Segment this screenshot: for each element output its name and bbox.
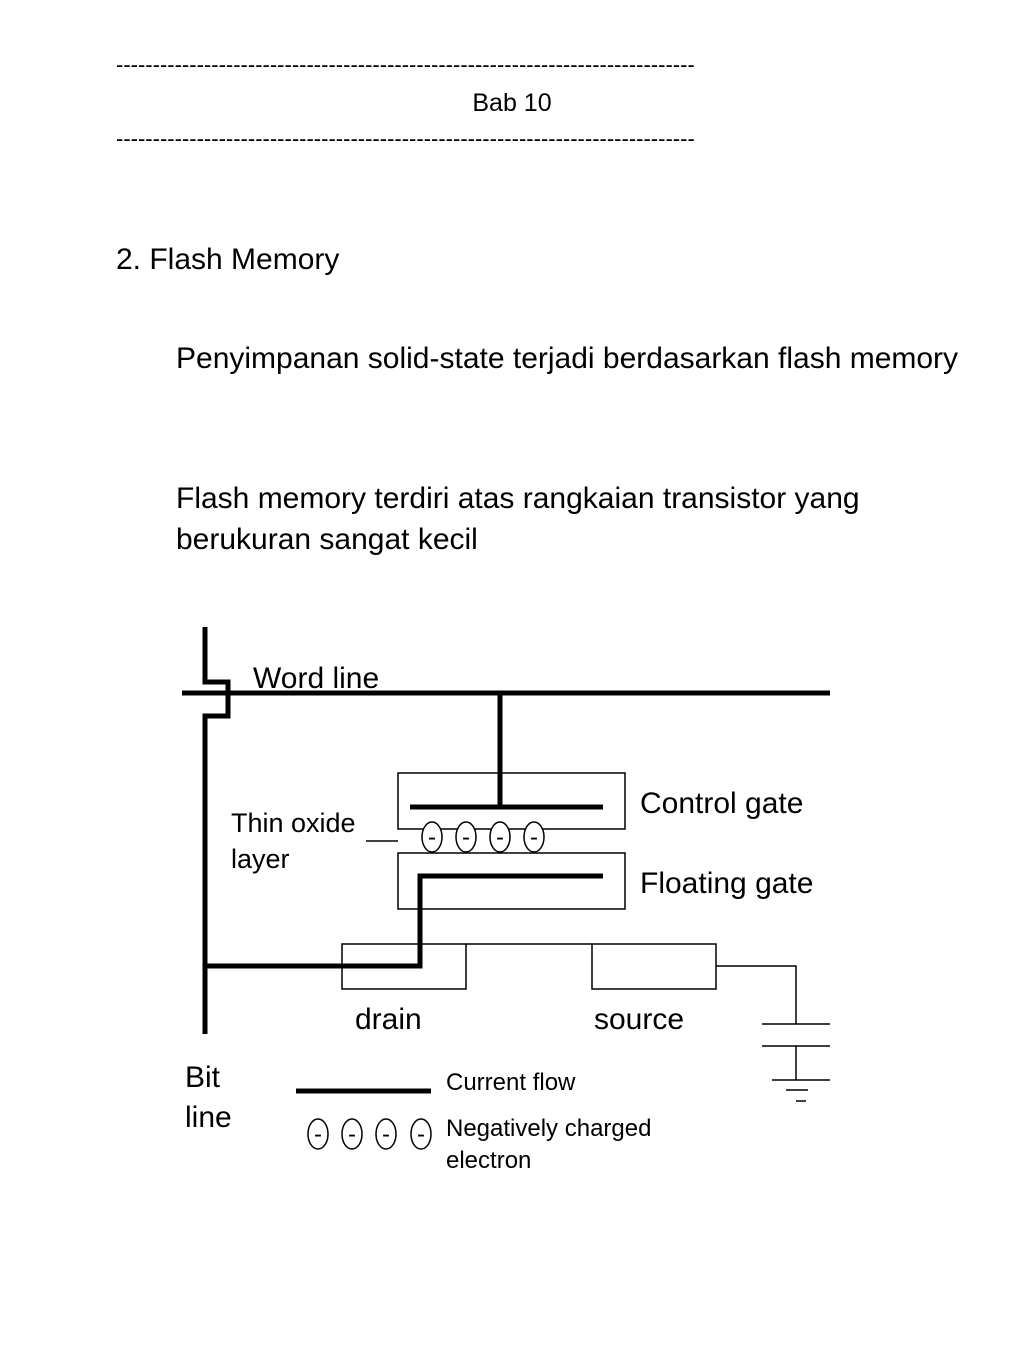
electron-sign: - [530, 824, 538, 851]
electron-sign: - [417, 1121, 425, 1148]
paragraph-solid-state: Penyimpanan solid-state terjadi berdasar… [176, 342, 959, 375]
electron-icon [307, 1118, 329, 1150]
bit-line [202, 627, 231, 1034]
source-wire [716, 965, 797, 1024]
section-title: 2. Flash Memory [116, 243, 340, 276]
floating-gate-box [397, 852, 626, 910]
floating-gate-label: Floating gate [640, 867, 813, 900]
electron-icon [410, 1118, 432, 1150]
electron-icon [341, 1118, 363, 1150]
oxide-electrons: - - - - [421, 821, 545, 853]
electron-icon [455, 821, 477, 853]
electron-icon [523, 821, 545, 853]
electron-sign: - [348, 1121, 356, 1148]
thin-oxide-label-2: layer [231, 844, 290, 874]
electron-icon [421, 821, 443, 853]
legend-electron-label-1: Negatively charged [446, 1115, 651, 1142]
electron-icon [489, 821, 511, 853]
ground-icon [762, 1023, 830, 1102]
header-rule-bottom: ----------------------------------------… [116, 126, 695, 151]
electron-sign: - [314, 1121, 322, 1148]
header-rule-top: ----------------------------------------… [116, 52, 695, 77]
bit-line-label-2: line [185, 1101, 232, 1134]
current-path [205, 873, 603, 969]
legend-electrons: - - - - [307, 1118, 432, 1150]
paragraph-transistors: Flash memory terdiri atas rangkaian tran… [176, 482, 860, 556]
source-box [591, 943, 717, 990]
control-gate-box [397, 772, 626, 830]
source-label: source [594, 1003, 684, 1036]
flash-memory-cell-diagram: Word line Bit line Control gate - - - - … [182, 627, 830, 1174]
electron-sign: - [382, 1121, 390, 1148]
control-gate-label: Control gate [640, 787, 803, 820]
electron-sign: - [462, 824, 470, 851]
chapter-title: Bab 10 [472, 89, 552, 117]
legend-electron-label-2: electron [446, 1147, 531, 1174]
electron-icon [375, 1118, 397, 1150]
electron-sign: - [496, 824, 504, 851]
word-line-label: Word line [253, 662, 379, 695]
bit-line-label-1: Bit [185, 1061, 221, 1094]
electron-sign: - [428, 824, 436, 851]
thin-oxide-label-1: Thin oxide [231, 808, 356, 838]
legend-current-label: Current flow [446, 1069, 576, 1096]
drain-label: drain [355, 1003, 422, 1036]
